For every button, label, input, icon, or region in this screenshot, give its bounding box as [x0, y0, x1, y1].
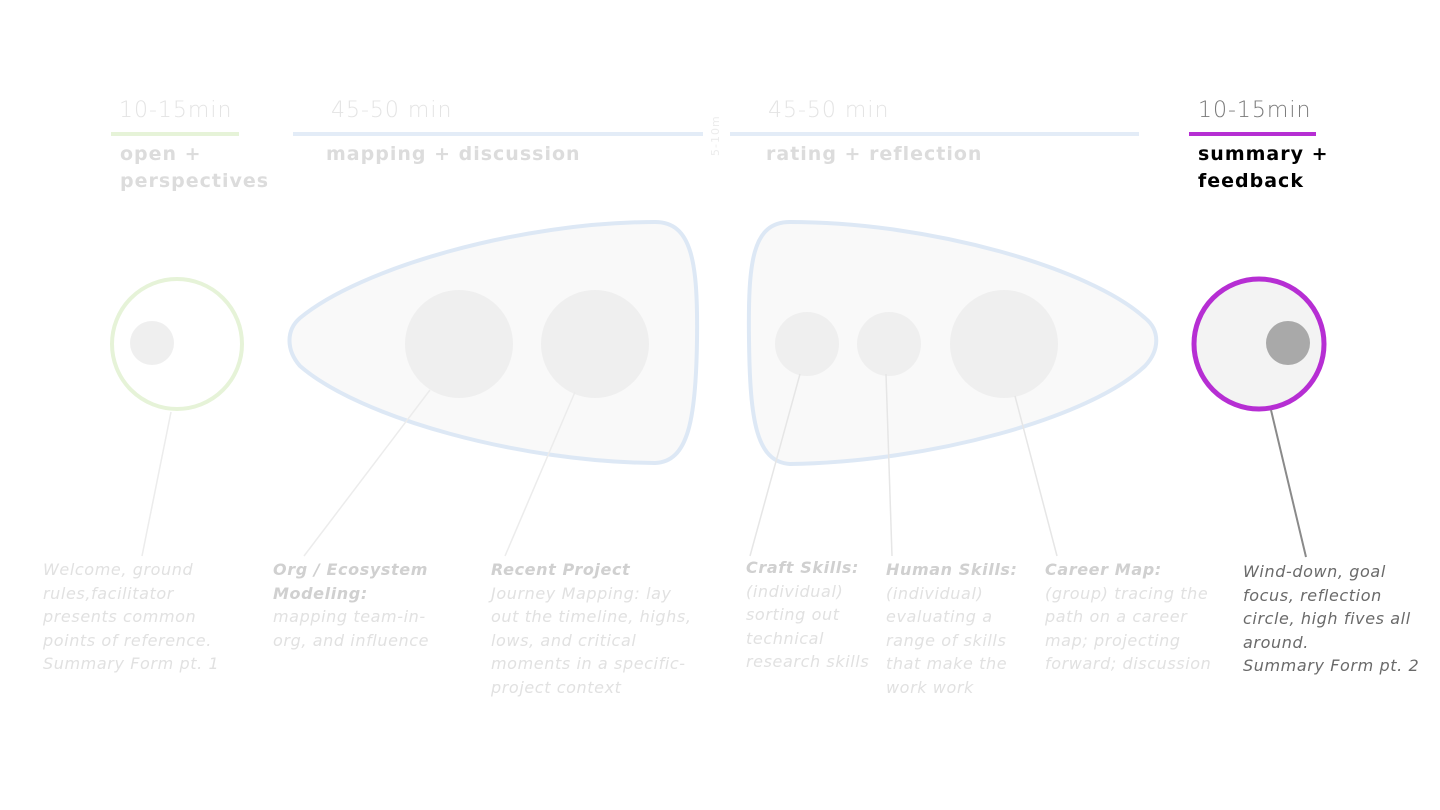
- activity-welcome: Welcome, ground rules,facilitator presen…: [43, 558, 243, 676]
- activity-journey-mapping-title-line: Recent Project: [491, 560, 631, 579]
- leader-line-journey-mapping: [504, 391, 576, 557]
- activity-journey-mapping-line: lows, and critical: [491, 630, 637, 650]
- phase-duration-summary: 10-15min: [1198, 98, 1312, 123]
- activity-journey-mapping-line: Journey Mapping: lay: [491, 583, 672, 603]
- phase-title-mapping-line-1: mapping + discussion: [326, 143, 581, 165]
- activity-org-ecosystem-title-line: Org / Ecosystem: [273, 560, 428, 579]
- activity-org-ecosystem-line: org, and influence: [273, 630, 430, 650]
- craft-skills-dot: [775, 312, 839, 376]
- activity-journey-mapping-line: moments in a specific-: [491, 654, 686, 673]
- leader-line-org-ecosystem: [303, 389, 431, 557]
- leader-line-wind-down: [1270, 409, 1307, 558]
- break-duration-label: 5-10m: [709, 115, 722, 156]
- open-phase-circle: [110, 277, 244, 411]
- activity-craft-skills-line: research skills: [746, 652, 870, 671]
- phase-title-open-line-2: perspectives: [120, 170, 270, 192]
- leader-line-craft-skills: [749, 373, 801, 557]
- phase-title-open-line-1: open +: [120, 143, 202, 165]
- leader-line-welcome: [141, 411, 172, 557]
- activity-human-skills: Human Skills: (individual) evaluating a …: [886, 558, 1036, 699]
- activity-career-map: Career Map: (group) tracing the path on …: [1045, 558, 1235, 676]
- activity-org-ecosystem-title-line: Modeling:: [273, 583, 368, 603]
- career-map-dot: [950, 290, 1058, 398]
- activity-journey-mapping-line: out the timeline, highs,: [491, 607, 692, 626]
- human-skills-dot: [857, 312, 921, 376]
- activity-journey-mapping-line: project context: [491, 677, 622, 697]
- leader-line-human-skills: [885, 373, 893, 557]
- activity-craft-skills-line: technical: [746, 628, 825, 648]
- phase-duration-rating: 45-50 min: [768, 98, 890, 123]
- activity-craft-skills: Craft Skills: (individual) sorting out t…: [746, 556, 886, 674]
- activity-welcome-line: Welcome, ground: [43, 560, 194, 579]
- phase-title-rating: rating + reflection: [766, 141, 982, 168]
- leader-line-career-map: [1014, 395, 1058, 557]
- phase-title-mapping: mapping + discussion: [326, 141, 581, 168]
- activity-welcome-line: points of reference.: [43, 630, 212, 650]
- activity-welcome-line: presents common: [43, 607, 197, 626]
- phase-duration-mapping: 45-50 min: [331, 98, 453, 123]
- phase-duration-open: 10-15min: [119, 98, 233, 123]
- activity-craft-skills-title-line: Craft Skills:: [746, 558, 859, 577]
- activity-human-skills-line: that make the: [886, 654, 1008, 673]
- activity-org-ecosystem: Org / Ecosystem Modeling: mapping team-i…: [273, 558, 473, 652]
- activity-wind-down-footer: Summary Form pt. 2: [1243, 656, 1420, 675]
- summary-phase-circle: [1191, 276, 1327, 412]
- activity-wind-down-line: circle, high fives all: [1243, 609, 1411, 628]
- activity-human-skills-line: range of skills: [886, 630, 1007, 650]
- activity-craft-skills-line: (individual): [746, 581, 844, 601]
- phase-title-rating-line-1: rating + reflection: [766, 143, 983, 165]
- activity-career-map-line: (group) tracing the: [1045, 583, 1209, 603]
- activity-wind-down-line: around.: [1243, 632, 1309, 652]
- activity-human-skills-line: work work: [886, 677, 974, 697]
- phase-title-summary-line-2: feedback: [1198, 170, 1304, 192]
- activity-wind-down: Wind-down, goal focus, reflection circle…: [1243, 560, 1433, 678]
- activity-career-map-line: forward; discussion: [1045, 654, 1212, 673]
- activity-human-skills-line: evaluating a: [886, 607, 993, 626]
- activity-career-map-line: path on a career: [1045, 607, 1188, 626]
- activity-wind-down-line: focus, reflection: [1243, 585, 1382, 605]
- activity-wind-down-line: Wind-down, goal: [1243, 562, 1386, 581]
- activity-org-ecosystem-line: mapping team-in-: [273, 607, 426, 626]
- activity-craft-skills-line: sorting out: [746, 605, 840, 624]
- activity-human-skills-line: (individual): [886, 583, 984, 603]
- phase-title-summary: summary + feedback: [1198, 141, 1329, 195]
- phase-title-summary-line-1: summary +: [1198, 143, 1329, 165]
- org-ecosystem-dot: [405, 290, 513, 398]
- activity-welcome-line: rules,facilitator: [43, 583, 174, 603]
- activity-journey-mapping: Recent Project Journey Mapping: lay out …: [491, 558, 701, 699]
- activity-career-map-title-line: Career Map:: [1045, 560, 1162, 579]
- journey-mapping-dot: [541, 290, 649, 398]
- wind-down-dot: [1266, 321, 1310, 365]
- activity-welcome-footer: Summary Form pt. 1: [43, 654, 220, 673]
- activity-human-skills-title-line: Human Skills:: [886, 560, 1018, 579]
- welcome-dot: [130, 321, 174, 365]
- activity-career-map-line: map; projecting: [1045, 630, 1181, 650]
- phase-title-open: open + perspectives: [120, 141, 269, 195]
